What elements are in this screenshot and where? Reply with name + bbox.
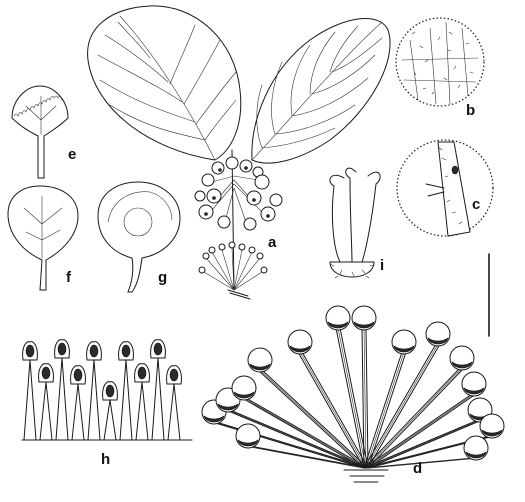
left-leaf-midrib — [119, 15, 216, 161]
panel-label-b: b — [466, 102, 476, 119]
panel-label-e: e — [68, 146, 77, 163]
umbel-bud — [363, 371, 487, 469]
panel-a-branch — [87, 5, 391, 300]
panel-c-circle — [396, 139, 494, 237]
panel-g-petal — [97, 181, 181, 293]
right-leaf-midrib — [251, 21, 383, 161]
panel-e-fringed-petal — [11, 85, 69, 179]
umbel-bud — [287, 329, 369, 469]
branch-stem — [231, 149, 235, 291]
panel-h-stamens — [21, 339, 193, 441]
branch-lower-umbel — [198, 241, 268, 291]
umbel-bud — [363, 413, 505, 469]
left-leaf — [87, 5, 242, 161]
stamen — [134, 363, 150, 441]
umbel-bud — [215, 387, 369, 469]
panel-label-d: d — [413, 460, 423, 477]
panel-f-petal — [7, 185, 79, 291]
panel-label-g: g — [158, 269, 168, 286]
ovary — [329, 261, 375, 278]
panel-label-f: f — [66, 269, 71, 286]
umbel-base — [343, 469, 389, 483]
panel-b-surface-detail — [395, 17, 485, 107]
umbel-bud — [363, 321, 451, 469]
stem-segment — [437, 141, 471, 237]
panel-label-a: a — [268, 234, 277, 251]
stamen — [150, 339, 166, 441]
panel-label-c: c — [472, 196, 481, 213]
umbel-bud — [247, 347, 369, 469]
panel-d-umbel — [201, 305, 505, 483]
stamen — [38, 363, 54, 441]
umbel-bud — [231, 375, 369, 469]
umbel-bud — [351, 305, 377, 469]
branch-flowers — [194, 156, 283, 231]
stamen — [118, 341, 134, 441]
umbel-bud — [363, 345, 475, 469]
right-leaf — [251, 18, 391, 164]
umbel-bud — [363, 435, 489, 469]
stamen — [166, 365, 182, 441]
panel-i-pistil — [329, 167, 381, 279]
panel-b-circle — [395, 17, 485, 107]
panel-label-i: i — [380, 257, 385, 274]
umbel-bud — [363, 329, 417, 469]
umbel-bud — [325, 305, 369, 469]
stamen — [70, 365, 86, 441]
umbel-bud — [235, 423, 369, 469]
stamen — [86, 341, 102, 441]
stamen — [22, 341, 38, 441]
branch-base — [227, 289, 251, 300]
panel-c-stem-detail — [396, 139, 494, 237]
stamen — [54, 339, 70, 441]
panel-label-h: h — [101, 451, 111, 468]
stamen — [102, 381, 118, 441]
